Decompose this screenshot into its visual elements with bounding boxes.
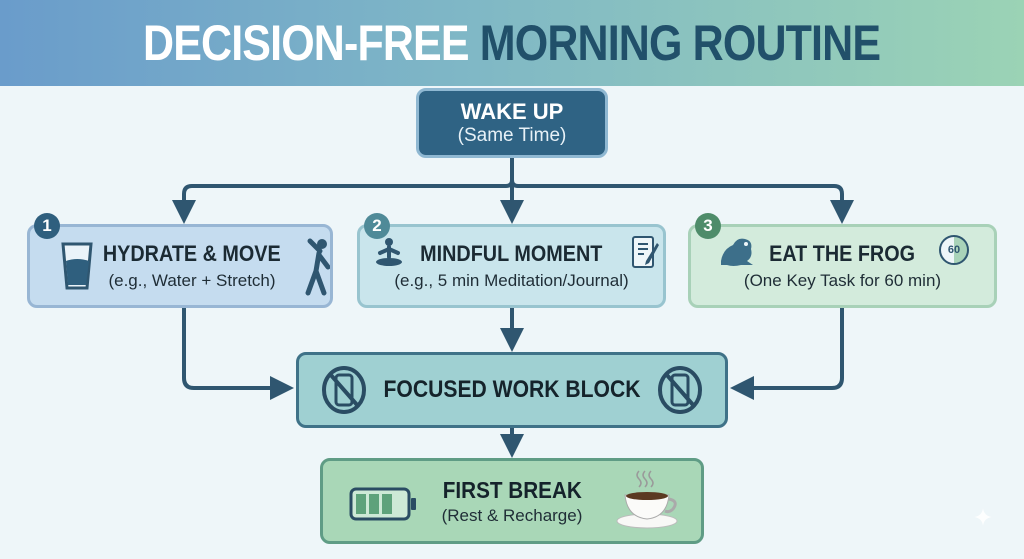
step-2-sub: (e.g., 5 min Meditation/Journal) bbox=[394, 271, 629, 290]
title-part-1: DECISION-FREE bbox=[143, 15, 470, 71]
water-glass-icon bbox=[61, 242, 93, 290]
arrow-step-3-to-focus bbox=[730, 308, 844, 400]
page-title: DECISION-FREE MORNING ROUTINE bbox=[143, 14, 881, 72]
step-3-badge: 3 bbox=[695, 213, 721, 239]
wake-up-node: WAKE UP (Same Time) bbox=[416, 88, 608, 158]
meditation-icon bbox=[376, 238, 402, 266]
step-3-sub: (One Key Task for 60 min) bbox=[743, 271, 942, 290]
focused-work-node: FOCUSED WORK BLOCK bbox=[296, 352, 728, 428]
no-phone-icon bbox=[658, 366, 702, 414]
arrow-to-step-3 bbox=[510, 158, 854, 224]
sparkle-icon bbox=[974, 508, 992, 526]
step-2-badge: 2 bbox=[364, 213, 390, 239]
first-break-sub: (Rest & Recharge) bbox=[441, 505, 583, 525]
focused-work-label: FOCUSED WORK BLOCK bbox=[383, 376, 641, 403]
arrow-to-step-1 bbox=[172, 158, 514, 224]
timer-60-icon: 60 bbox=[939, 235, 969, 265]
step-1-badge: 1 bbox=[34, 213, 60, 239]
no-phone-icon bbox=[322, 366, 366, 414]
title-part-2: MORNING ROUTINE bbox=[480, 15, 881, 71]
wake-up-sub: (Same Time) bbox=[457, 125, 567, 146]
coffee-cup-icon bbox=[616, 470, 678, 529]
step-3-label: EAT THE FROG bbox=[769, 241, 916, 266]
header-banner: DECISION-FREE MORNING ROUTINE bbox=[0, 0, 1024, 86]
step-1-label: HYDRATE & MOVE bbox=[103, 241, 281, 266]
first-break-node: FIRST BREAK (Rest & Recharge) bbox=[320, 458, 704, 544]
step-2-node: 2 MINDFUL MOMENT (e.g., 5 min Meditation… bbox=[357, 213, 666, 308]
step-2-label: MINDFUL MOMENT bbox=[420, 241, 603, 266]
step-1-sub: (e.g., Water + Stretch) bbox=[108, 271, 276, 290]
stretching-person-icon bbox=[305, 238, 330, 296]
first-break-label: FIRST BREAK bbox=[442, 476, 582, 503]
journal-pen-icon bbox=[632, 236, 659, 268]
step-1-node: 1 HYDRATE & MOVE (e.g., Water + Stretch) bbox=[27, 213, 333, 308]
battery-icon bbox=[349, 487, 416, 521]
wake-up-label: WAKE UP bbox=[460, 99, 564, 124]
frog-icon bbox=[721, 238, 753, 266]
step-3-node: 3 EAT THE FROG (One Key Task for 60 min)… bbox=[688, 213, 997, 308]
arrow-step-1-to-focus bbox=[182, 308, 294, 400]
